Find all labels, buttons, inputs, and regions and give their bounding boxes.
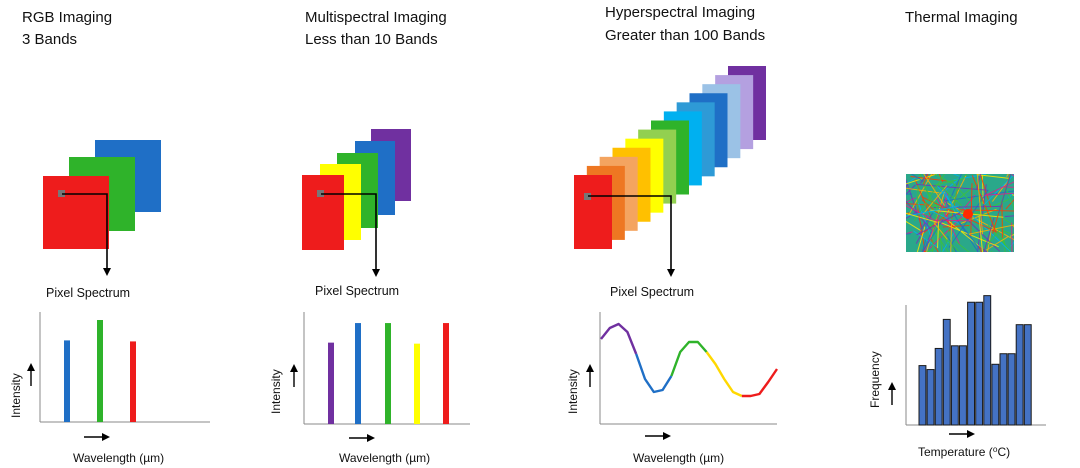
thermal-x-axis-label: Temperature (⁰C) <box>918 445 1010 459</box>
rgb-spectrum-bar <box>130 341 136 422</box>
hs-x-axis-label: Wavelength (µm) <box>633 451 724 465</box>
hyperspectral-band-stack <box>574 66 766 249</box>
rgb-pixel-marker <box>58 190 65 197</box>
ms-spectrum-bar <box>355 323 361 424</box>
thermal-histogram-bar <box>1023 324 1032 426</box>
multispectral-panel: Multispectral Imaging Less than 10 Bands… <box>269 9 470 465</box>
ms-spectrum-bar <box>414 343 420 424</box>
thermal-histogram-bar <box>983 295 992 426</box>
ms-pixel-marker <box>317 190 324 197</box>
rgb-x-axis-label: Wavelength (µm) <box>73 451 164 465</box>
thermal-histogram-bar <box>934 347 943 426</box>
hyperspectral-title-line2: Greater than 100 Bands <box>605 27 765 44</box>
multispectral-title-line1: Multispectral Imaging <box>305 9 447 26</box>
thermal-histogram-bar <box>950 345 959 426</box>
rgb-panel: RGB Imaging 3 Bands Pixel Spectrum Inten… <box>9 9 210 465</box>
hs-spectrum-segment <box>670 340 708 377</box>
rgb-title-line1: RGB Imaging <box>22 9 112 26</box>
hs-spectrum-segment <box>741 368 778 398</box>
rgb-spectrum-bar <box>97 320 103 422</box>
thermal-y-axis-label: Frequency <box>868 351 882 408</box>
hs-spectrum-segment <box>705 351 743 398</box>
thermal-histogram: Frequency Temperature (⁰C) <box>868 295 1046 459</box>
thermal-histogram-bar <box>926 369 935 426</box>
rgb-pixel-spectrum-label: Pixel Spectrum <box>46 286 130 300</box>
hyperspectral-spectrum-chart: Intensity Wavelength (µm) <box>566 312 778 465</box>
hyperspectral-panel: Hyperspectral Imaging Greater than 100 B… <box>566 4 778 465</box>
thermal-title: Thermal Imaging <box>905 9 1018 26</box>
ms-spectrum-bar <box>385 323 391 424</box>
thermal-histogram-bar <box>991 363 1000 426</box>
rgb-title-line2: 3 Bands <box>22 31 77 48</box>
ms-pixel-arrow <box>321 193 380 277</box>
multispectral-title-line2: Less than 10 Bands <box>305 31 438 48</box>
ms-x-axis-label: Wavelength (µm) <box>339 451 430 465</box>
ms-spectrum-bar <box>328 342 334 424</box>
ms-spectrum-bar <box>443 323 449 424</box>
rgb-y-axis-label: Intensity <box>9 373 23 418</box>
hs-pixel-marker <box>584 193 591 200</box>
hyperspectral-title-line1: Hyperspectral Imaging <box>605 4 755 21</box>
thermal-histogram-bar <box>959 345 967 426</box>
rgb-band-red <box>43 176 109 249</box>
hs-band <box>574 175 612 249</box>
thermal-histogram-bar <box>1015 324 1024 426</box>
multispectral-spectrum-chart: Intensity Wavelength (µm) <box>269 312 470 465</box>
thermal-histogram-bar <box>999 353 1008 426</box>
multispectral-pixel-spectrum-label: Pixel Spectrum <box>315 284 399 298</box>
thermal-histogram-bar <box>967 301 975 426</box>
hs-spectrum-segment <box>635 353 673 394</box>
ms-y-axis-label: Intensity <box>269 369 283 414</box>
thermal-histogram-bar <box>975 301 984 426</box>
hs-spectrum-segment <box>600 322 638 355</box>
rgb-spectrum-bar <box>64 340 70 422</box>
ms-band-red <box>302 175 344 250</box>
multispectral-band-stack <box>302 129 411 277</box>
rgb-spectrum-chart: Intensity Wavelength (µm) <box>9 312 210 465</box>
rgb-pixel-arrow <box>62 193 111 276</box>
thermal-histogram-bar <box>1007 353 1016 426</box>
thermal-histogram-bar <box>918 365 927 426</box>
rgb-band-stack <box>43 140 161 276</box>
thermal-panel: Thermal Imaging Frequency Temperature (⁰… <box>868 9 1046 459</box>
thermal-image <box>906 174 1014 252</box>
hs-pixel-arrow <box>588 195 675 277</box>
thermal-histogram-bar <box>942 318 951 426</box>
hyperspectral-pixel-spectrum-label: Pixel Spectrum <box>610 285 694 299</box>
hs-y-axis-label: Intensity <box>566 369 580 414</box>
